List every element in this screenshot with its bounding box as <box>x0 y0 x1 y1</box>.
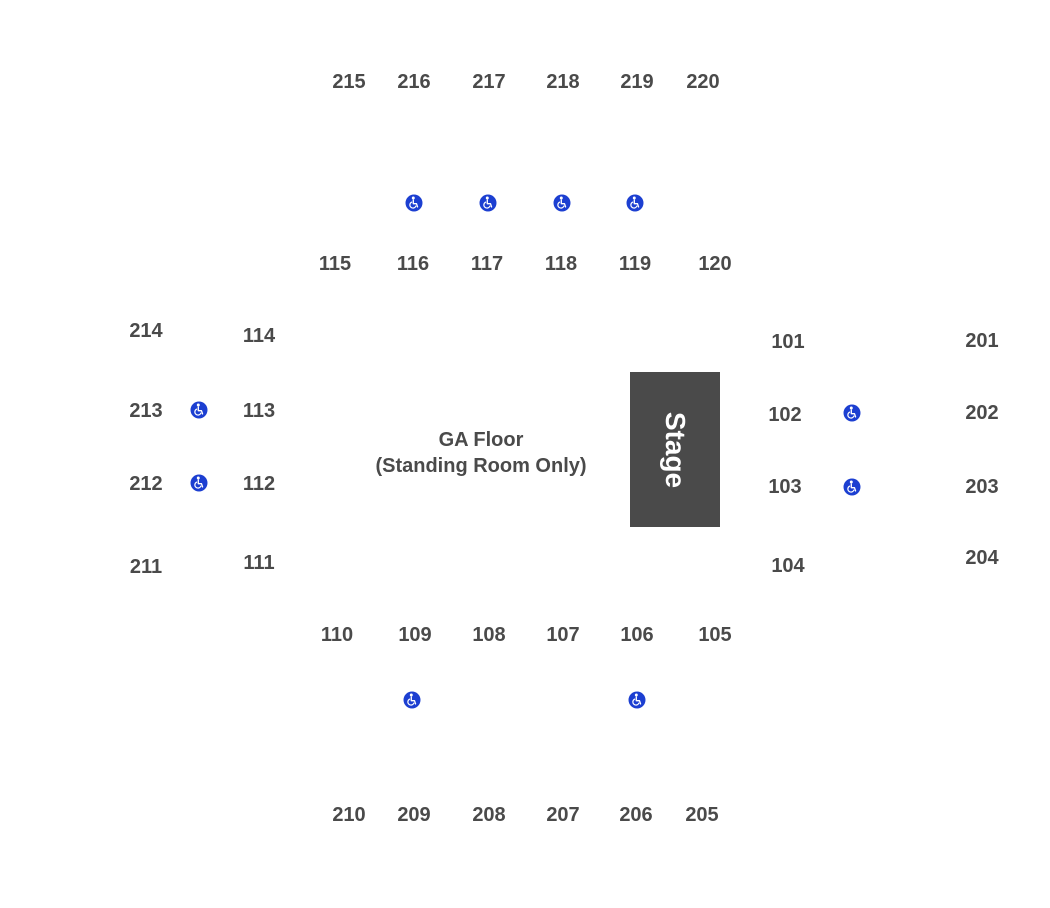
section-217[interactable]: 217 <box>472 71 506 93</box>
section-107[interactable]: 107 <box>546 624 580 646</box>
section-206[interactable]: 206 <box>619 804 653 826</box>
wheelchair-accessible-icon <box>405 194 423 212</box>
section-111[interactable]: 111 <box>243 552 275 574</box>
section-109[interactable]: 109 <box>398 624 432 646</box>
section-207[interactable]: 207 <box>546 804 580 826</box>
section-212[interactable]: 212 <box>129 473 163 495</box>
wheelchair-accessible-icon <box>628 691 646 709</box>
section-120[interactable]: 120 <box>698 253 732 275</box>
section-201[interactable]: 201 <box>965 330 999 352</box>
section-215[interactable]: 215 <box>332 71 366 93</box>
section-108[interactable]: 108 <box>472 624 506 646</box>
section-208[interactable]: 208 <box>472 804 506 826</box>
section-210[interactable]: 210 <box>332 804 366 826</box>
ga-floor-title: GA Floor <box>438 429 524 451</box>
wheelchair-accessible-icon <box>190 474 208 492</box>
stage[interactable]: Stage <box>630 372 720 527</box>
section-110[interactable]: 110 <box>320 624 354 646</box>
section-205[interactable]: 205 <box>685 804 719 826</box>
ga-floor-subtitle: (Standing Room Only) <box>375 455 587 477</box>
section-101[interactable]: 101 <box>771 331 805 353</box>
wheelchair-accessible-icon <box>403 691 421 709</box>
section-202[interactable]: 202 <box>965 402 999 424</box>
section-213[interactable]: 213 <box>129 400 163 422</box>
section-113[interactable]: 113 <box>242 400 276 422</box>
wheelchair-accessible-icon <box>553 194 571 212</box>
section-117[interactable]: 117 <box>470 253 504 275</box>
wheelchair-accessible-icon <box>190 401 208 419</box>
section-219[interactable]: 219 <box>620 71 654 93</box>
section-204[interactable]: 204 <box>965 547 999 569</box>
section-209[interactable]: 209 <box>397 804 431 826</box>
section-118[interactable]: 118 <box>544 253 578 275</box>
section-211[interactable]: 211 <box>129 556 163 578</box>
wheelchair-accessible-icon <box>843 404 861 422</box>
wheelchair-accessible-icon <box>843 478 861 496</box>
ga-floor-area[interactable]: GA Floor (Standing Room Only) <box>375 427 586 479</box>
section-105[interactable]: 105 <box>698 624 732 646</box>
section-220[interactable]: 220 <box>686 71 720 93</box>
section-214[interactable]: 214 <box>129 320 163 342</box>
section-104[interactable]: 104 <box>771 555 805 577</box>
section-112[interactable]: 112 <box>242 473 276 495</box>
section-106[interactable]: 106 <box>620 624 654 646</box>
stage-label: Stage <box>660 411 691 488</box>
section-115[interactable]: 115 <box>318 253 352 275</box>
section-216[interactable]: 216 <box>397 71 431 93</box>
wheelchair-accessible-icon <box>479 194 497 212</box>
section-103[interactable]: 103 <box>768 476 802 498</box>
section-116[interactable]: 116 <box>396 253 430 275</box>
section-203[interactable]: 203 <box>965 476 999 498</box>
section-102[interactable]: 102 <box>768 404 802 426</box>
section-218[interactable]: 218 <box>546 71 580 93</box>
wheelchair-accessible-icon <box>626 194 644 212</box>
section-114[interactable]: 114 <box>242 325 276 347</box>
section-119[interactable]: 119 <box>618 253 652 275</box>
